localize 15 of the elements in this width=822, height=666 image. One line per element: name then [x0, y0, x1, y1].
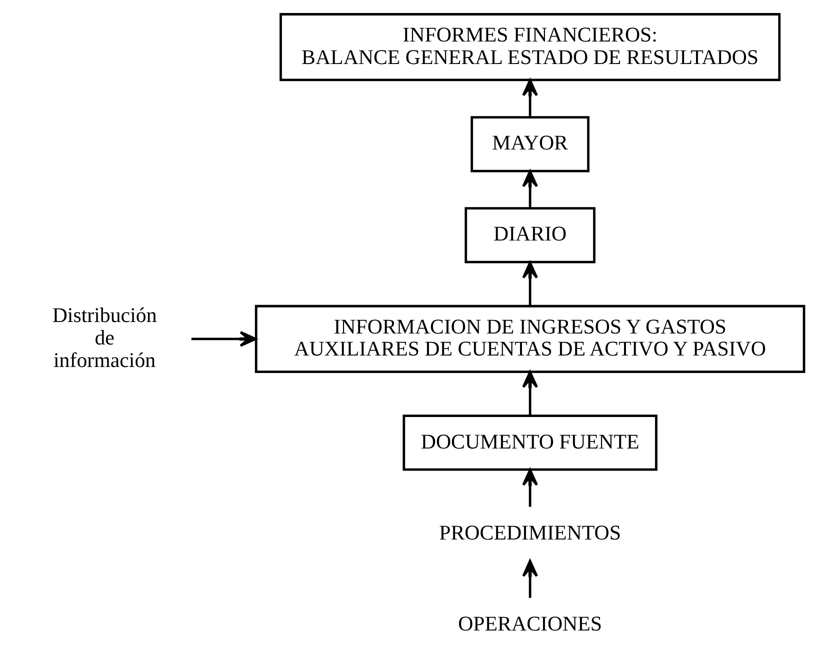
node-box: MAYOR [470, 116, 590, 172]
arrow [191, 331, 257, 347]
node-text: Distribución de información [52, 303, 157, 372]
arrow [522, 170, 538, 208]
arrow [522, 79, 538, 117]
arrow [522, 370, 538, 416]
node-box: INFORMES FINANCIEROS: BALANCE GENERAL ESTADO DE RESULTADOS [280, 13, 781, 82]
node-box: INFORMACION DE INGRESOS Y GASTOS AUXILIARES DE CUENTAS DE ACTIVO Y PASIVO [254, 304, 806, 374]
arrow [522, 560, 538, 598]
node-box: DOCUMENTO FUENTE [402, 414, 658, 471]
node-box: DIARIO [464, 207, 596, 264]
arrow [522, 261, 538, 306]
node-text: OPERACIONES [458, 611, 602, 636]
node-text: PROCEDIMIENTOS [439, 520, 621, 544]
arrow [522, 468, 538, 507]
